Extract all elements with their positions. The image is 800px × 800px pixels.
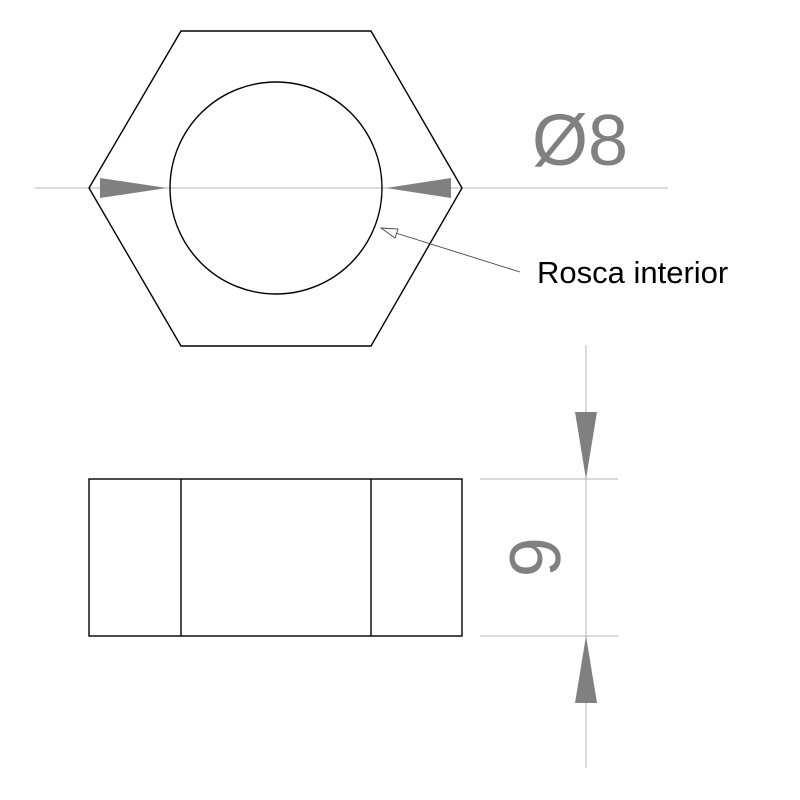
diameter-arrow-right [386,178,451,198]
top-view: Ø8 Rosca interior [35,30,728,347]
height-arrow-bottom [575,636,597,703]
diameter-arrow-left [100,178,167,198]
diameter-dimension-label: Ø8 [532,101,628,181]
height-arrow-top [575,412,597,479]
thread-note-leader-arrow [379,227,399,239]
thread-note-label: Rosca interior [537,255,728,290]
thread-bore-circle [169,81,383,295]
side-view-outline [88,478,463,637]
side-view: 6 [88,345,618,768]
height-dimension-label: 6 [494,537,574,577]
hexagon-outline [88,30,463,347]
thread-note-leader-line [382,228,521,273]
